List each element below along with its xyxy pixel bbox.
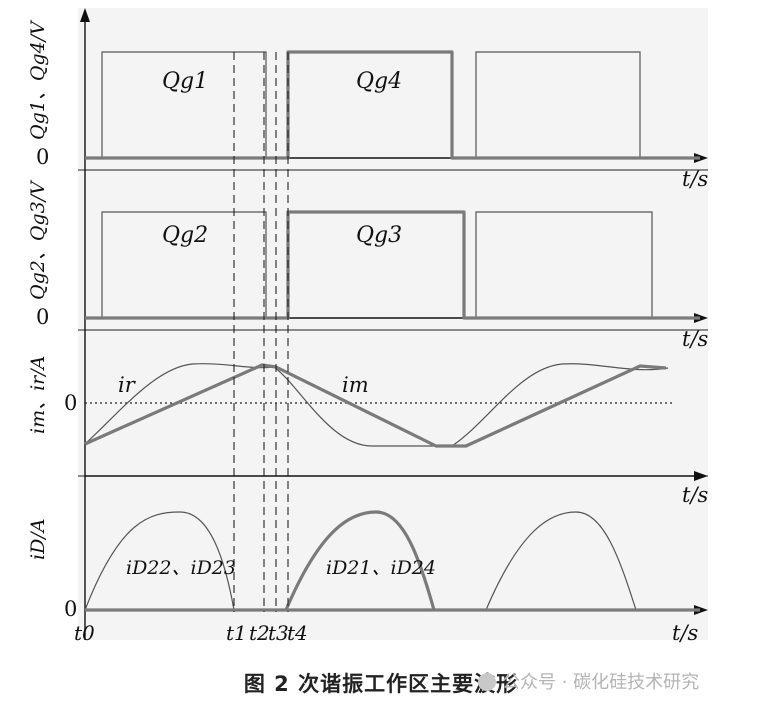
watermark-text: 公众号 · 碳化硅技术研究 bbox=[502, 672, 700, 693]
ylabel-gate14: Qg1、Qg4/V bbox=[27, 19, 49, 140]
qg4-waveform bbox=[85, 50, 700, 160]
ylabel-diode: iD/A bbox=[27, 519, 49, 560]
ylabel-currents: im、ir/A bbox=[27, 356, 49, 434]
zero-label-currents: 0 bbox=[64, 391, 77, 415]
time-axis-arrow bbox=[694, 153, 708, 163]
t2-label: t2 bbox=[249, 621, 270, 645]
time-axis-arrow bbox=[694, 313, 708, 323]
ylabel-gate23: Qg2、Qg3/V bbox=[27, 179, 49, 300]
qg1-waveform-period2 bbox=[475, 51, 641, 158]
time-label-diode: t/s bbox=[672, 621, 699, 645]
id21-id24-waveform bbox=[284, 510, 436, 611]
id22-id23-waveform bbox=[84, 511, 235, 611]
figure-caption: 图 2 次谐振工作区主要波形 bbox=[243, 672, 519, 696]
ir-waveform bbox=[84, 363, 669, 447]
ir-label: ir bbox=[118, 373, 137, 397]
qg1-waveform bbox=[101, 51, 267, 158]
qg2-label: Qg2 bbox=[162, 223, 208, 248]
watermark: 公众号 · 碳化硅技术研究 bbox=[478, 668, 699, 694]
t1-label: t1 bbox=[226, 621, 247, 645]
time-axis-arrow bbox=[694, 605, 708, 615]
t4-label: t4 bbox=[287, 621, 308, 645]
id-waveform-period2 bbox=[485, 511, 637, 611]
qg2-waveform bbox=[101, 211, 267, 318]
im-waveform bbox=[84, 363, 667, 448]
id21-id24-label: iD21、iD24 bbox=[326, 557, 436, 579]
time-label-gate23: t/s bbox=[682, 327, 709, 351]
time-label-currents: t/s bbox=[682, 483, 709, 507]
zero-label-gate23: 0 bbox=[36, 305, 49, 329]
t0-label: t0 bbox=[74, 621, 95, 645]
t3-label: t3 bbox=[268, 621, 289, 645]
time-label-gate14: t/s bbox=[682, 167, 709, 191]
y-axis-arrow bbox=[80, 8, 90, 22]
id22-id23-label: iD22、iD23 bbox=[126, 557, 236, 579]
qg4-label: Qg4 bbox=[356, 69, 402, 94]
wechat-icon bbox=[478, 673, 496, 691]
panel-background bbox=[78, 8, 708, 640]
qg3-waveform bbox=[85, 210, 700, 320]
im-label: im bbox=[342, 373, 369, 397]
zero-label-gate14: 0 bbox=[36, 145, 49, 169]
qg3-label: Qg3 bbox=[356, 223, 402, 248]
time-axis-arrow bbox=[694, 471, 708, 481]
zero-label-diode: 0 bbox=[64, 597, 77, 621]
qg1-label: Qg1 bbox=[162, 69, 208, 94]
qg2-waveform-period2 bbox=[475, 211, 653, 318]
